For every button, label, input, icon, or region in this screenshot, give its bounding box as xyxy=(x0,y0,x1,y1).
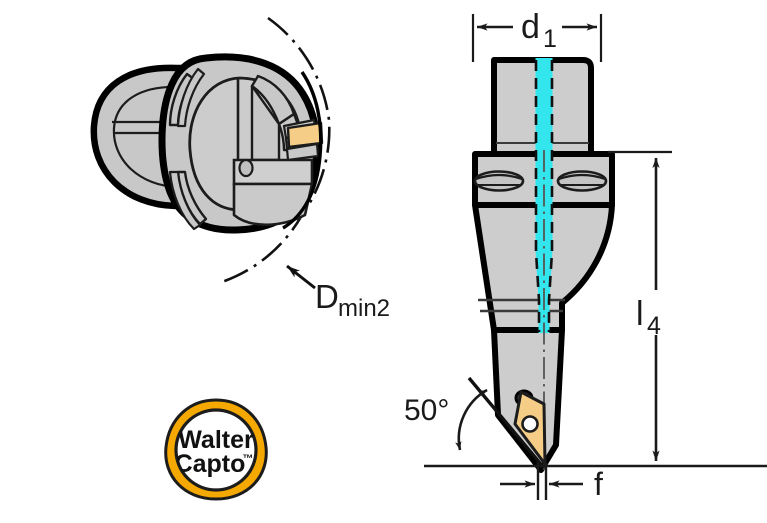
side-view-group: d 1 xyxy=(404,8,767,502)
f-label: f xyxy=(594,466,603,502)
isometric-view-group: D min2 xyxy=(90,16,390,322)
dmin2-leader-arrow xyxy=(286,264,316,290)
d1-label-main: d xyxy=(521,8,540,46)
capto-drive-slots xyxy=(168,67,208,231)
capto-cutting-insert xyxy=(286,121,324,149)
d1-label-sub: 1 xyxy=(543,25,557,53)
angle-50-label: 50° xyxy=(404,394,449,427)
l4-label-sub: 4 xyxy=(647,312,661,340)
f-extension-lines xyxy=(536,462,548,500)
logo-text-capto: Capto xyxy=(175,450,246,478)
logo-trademark-symbol: ™ xyxy=(243,453,254,465)
angle-50-arc xyxy=(455,388,488,451)
d1-extension-lines xyxy=(471,14,603,62)
clamp-screw-right xyxy=(556,170,608,192)
dmin2-arc xyxy=(218,16,331,285)
dmin2-label-sub: min2 xyxy=(338,295,390,322)
walter-capto-logo: Walter Capto ™ xyxy=(164,398,268,501)
capto-rim-edge xyxy=(282,71,323,230)
clamp-screw-left xyxy=(473,170,525,192)
logo-text-walter: Walter xyxy=(178,426,254,454)
coolant-channel xyxy=(534,58,554,333)
dmin2-label-main: D xyxy=(315,278,339,315)
l4-label-main: l xyxy=(636,295,644,333)
logo-inner-circle xyxy=(174,408,258,492)
capto-insert-seat xyxy=(232,158,314,226)
